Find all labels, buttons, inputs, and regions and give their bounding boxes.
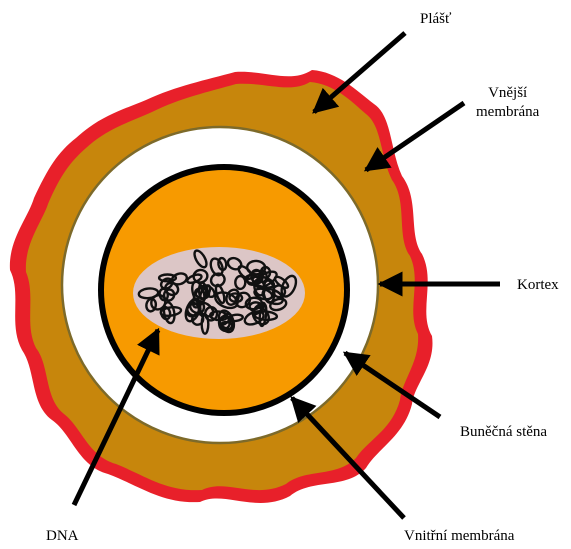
label-cell-wall: Buněčná stěna [460, 423, 547, 442]
label-outer-membrane: Vnější membrána [476, 84, 539, 122]
label-inner-membrane: Vnitřní membrána [404, 527, 514, 546]
label-outer-membrane-line1: Vnější [476, 84, 539, 103]
label-dna: DNA [46, 527, 79, 546]
label-cortex: Kortex [517, 276, 559, 295]
label-coat: Plášť [420, 10, 451, 29]
label-outer-membrane-line2: membrána [476, 103, 539, 122]
